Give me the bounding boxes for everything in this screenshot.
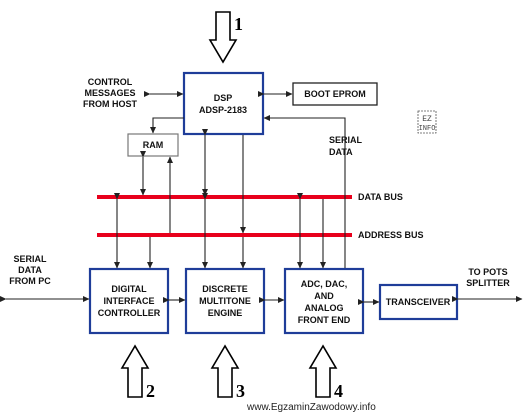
discrete-multitone-label-line3: ENGINE [208, 308, 243, 318]
control-messages-label-line2: MESSAGES [84, 88, 135, 98]
discrete-multitone-label-line2: MULTITONE [199, 296, 251, 306]
transceiver-box [378, 283, 459, 321]
to-pots-label-line2: SPLITTER [466, 278, 510, 288]
big-arrow-3 [210, 344, 240, 398]
address-bus-label: ADDRESS BUS [358, 230, 424, 240]
transceiver-label: TRANSCEIVER [386, 297, 451, 307]
ram-box [127, 133, 179, 157]
number-1-label: 1 [234, 14, 243, 34]
serial-data-top-label-line2: DATA [329, 147, 353, 157]
boot-eprom-label: BOOT EPROM [304, 89, 366, 99]
control-messages-label-line1: CONTROL [88, 77, 133, 87]
adc-dac-label-line1: ADC, DAC, [301, 279, 348, 289]
serial-data-left-label-line2: DATA [18, 265, 42, 275]
adc-dac-label-line2: AND [314, 291, 334, 301]
digital-interface-label-line3: CONTROLLER [98, 308, 161, 318]
adc-dac-label-line4: FRONT END [298, 315, 351, 325]
data-bus-label: DATA BUS [358, 192, 403, 202]
boot-eprom-box [292, 82, 378, 106]
big-arrow-4 [308, 344, 338, 398]
stamp-line1: EZ [422, 115, 432, 124]
dsp-label-line2: ADSP-2183 [199, 105, 247, 115]
control-messages-label-line3: FROM HOST [83, 99, 137, 109]
number-4-label: 4 [334, 381, 343, 401]
ez-info-stamp: EZ INFO [417, 110, 437, 134]
digital-interface-controller-box [88, 267, 170, 335]
connector-adc-dsp-serial [263, 115, 346, 268]
stamp-line2: INFO [419, 125, 436, 133]
adc-dac-label-line3: ANALOG [305, 303, 344, 313]
ram-label: RAM [143, 140, 164, 150]
dsp-box [182, 71, 265, 136]
number-3-label: 3 [236, 381, 245, 401]
discrete-multitone-engine-box [184, 267, 266, 335]
digital-interface-label-line1: DIGITAL [111, 284, 147, 294]
connector-dsp-ram [150, 117, 184, 134]
to-pots-label-line1: TO POTS [468, 267, 507, 277]
serial-data-left-label-line1: SERIAL [13, 254, 47, 264]
serial-data-left-label-line3: FROM PC [9, 276, 51, 286]
big-arrow-1 [208, 11, 238, 64]
discrete-multitone-label-line1: DISCRETE [202, 284, 248, 294]
watermark-text: www.EgzaminZawodowy.info [246, 402, 376, 413]
number-2-label: 2 [146, 381, 155, 401]
serial-data-top-label-line1: SERIAL [329, 135, 363, 145]
digital-interface-label-line2: INTERFACE [103, 296, 154, 306]
dsp-label-line1: DSP [214, 93, 233, 103]
big-arrow-2 [120, 344, 150, 398]
